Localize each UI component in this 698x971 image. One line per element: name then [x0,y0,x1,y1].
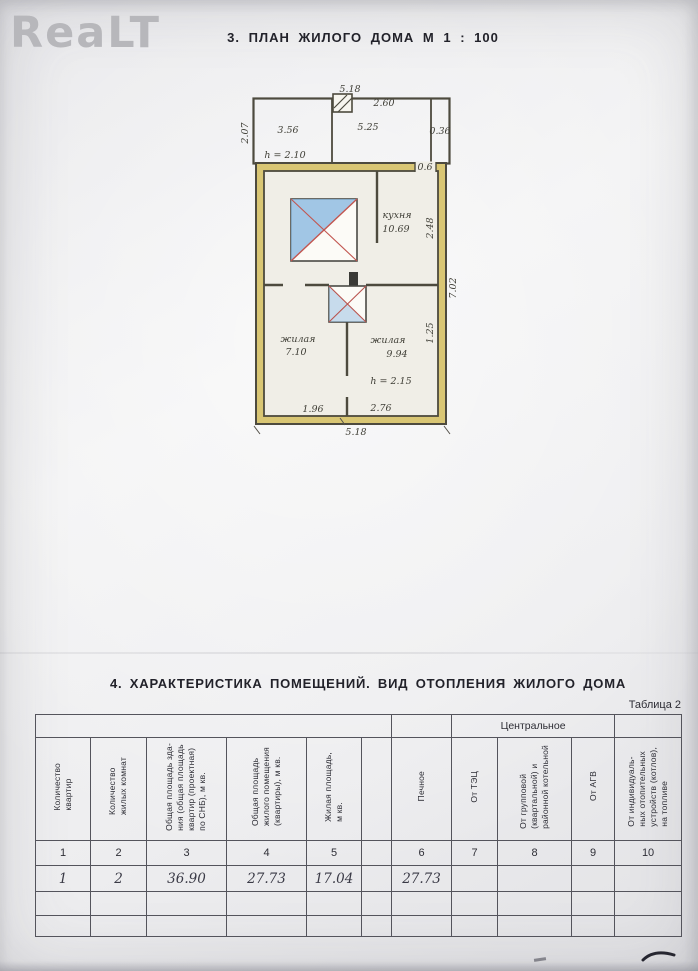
room1-area: 7.10 [285,347,306,358]
header-text-6: Печное [416,771,426,802]
dim-porch-width: 2.60 [372,98,394,109]
header-text-10: От индивидуаль- ных отопительных устройс… [625,746,670,827]
colnum-6: 6 [391,840,453,866]
header-text-1: Количество квартир [51,762,73,811]
dim-right-upper: 2.48 [425,217,436,239]
value-tec [451,865,499,892]
spacer-column [360,737,393,841]
header-col-1: Количество квартир [35,737,91,841]
header-col-4: Общая площадь жилого помещения (квартиры… [226,737,307,841]
scan-bottom-edge [0,961,698,971]
realt-watermark-logo: ReaLT [10,8,161,58]
colnum-8: 8 [497,840,573,866]
header-text-3: Общая площадь зда- ния (общая площадь кв… [164,742,208,831]
colnum-9: 9 [571,840,616,866]
colnum-5: 5 [306,840,362,866]
values-row: 1 2 36.90 27.73 17.04 27.73 [35,865,683,892]
paper-crease [0,652,698,654]
column-header-row: Количество квартир Количество жилых комн… [35,737,683,841]
dim-top-width: 5.18 [339,84,360,95]
header-text-4: Общая площадь жилого помещения (квартиры… [249,747,283,826]
dim-bottom-width: 5.18 [345,427,366,438]
dim-veranda-depth: 2.07 [240,121,251,144]
kitchen-stove [290,198,358,262]
dim-veranda-room: 3.56 [277,125,298,136]
header-col-9: От АГВ [571,737,616,841]
door-opening [415,161,436,173]
group-cell-pechnoe [391,714,453,738]
value-boiler [497,865,573,892]
table-number-label: Таблица 2 [628,699,681,711]
colnum-10: 10 [614,840,683,866]
value-agv [571,865,616,892]
plan-section-title: 3. ПЛАН ЖИЛОГО ДОМА М 1 : 100 [227,30,499,45]
value-living-area: 17.04 [306,865,362,892]
characteristics-table: Центральное Количество квартир Количеств… [34,714,683,937]
header-col-7: От ТЭЦ [451,737,499,841]
dim-door-width: 0.6 [417,162,432,173]
group-row-blank [34,714,393,738]
kitchen-area: 10.69 [382,224,409,235]
header-text-8: От групповой (квартальной) и районной ко… [517,744,551,829]
value-apartments: 1 [35,865,91,892]
dim-bottom-left: 1.96 [302,404,323,415]
colnum-1: 1 [35,840,91,866]
group-header-row: Центральное [34,714,683,738]
group-cell-individual [614,714,683,738]
scan-artifact-mark [641,951,676,962]
room2-area: 9.94 [386,349,407,360]
value-total-dwelling-area: 27.73 [226,865,307,892]
dim-veranda-strip: 0.36 [429,126,450,137]
header-col-10: От индивидуаль- ных отопительных устройс… [614,737,683,841]
dimension-ticks [253,417,451,435]
value-stove-heating: 27.73 [391,865,453,892]
header-text-9: От АГВ [587,771,598,802]
dim-veranda-room2: 5.25 [357,122,378,133]
header-text-5: Жилая площадь, м кв. [322,751,344,822]
room2-height-note: h = 2.15 [370,376,411,387]
characteristics-section-title: 4. ХАРАКТЕРИСТИКА ПОМЕЩЕНИЙ. ВИД ОТОПЛЕН… [109,676,627,691]
column-number-row: 1 2 3 4 5 6 7 8 9 10 [35,840,683,866]
colnum-4: 4 [226,840,307,866]
room2-label: жилая [371,335,406,346]
dim-right-full: 7.02 [448,277,459,298]
header-col-6: Печное [391,737,453,841]
colnum-2: 2 [90,840,147,866]
header-col-8: От групповой (квартальной) и районной ко… [497,737,573,841]
header-text-2: Количество жилых комнат [107,757,129,816]
empty-row-1 [35,891,683,916]
value-rooms: 2 [90,865,147,892]
colnum-3: 3 [146,840,227,866]
group-header-central: Центральное [451,714,616,738]
header-col-2: Количество жилых комнат [90,737,147,841]
chimney-hatch [333,94,353,113]
empty-row-2 [35,915,683,937]
header-text-7: От ТЭЦ [469,770,479,803]
dim-right-lower: 1.25 [425,322,436,343]
heating-stove [328,285,367,323]
veranda-height-note: h = 2.10 [264,150,305,161]
colnum-7: 7 [451,840,499,866]
spacer-colnum [360,840,393,866]
chimney-box [332,93,353,113]
value-total-building-area: 36.90 [146,865,227,892]
room1-label: жилая [281,334,316,345]
spacer-value [360,865,393,892]
stove-flue [349,272,358,286]
floor-plan: 5.18 2.60 2.07 3.56 h = 2.10 5.25 0.36 0… [240,84,459,438]
kitchen-label: кухня [382,210,411,221]
header-col-3: Общая площадь зда- ния (общая площадь кв… [146,737,227,841]
header-col-5: Жилая площадь, м кв. [306,737,362,841]
value-individual [614,865,683,892]
dim-bottom-mid: 2.76 [369,403,391,414]
